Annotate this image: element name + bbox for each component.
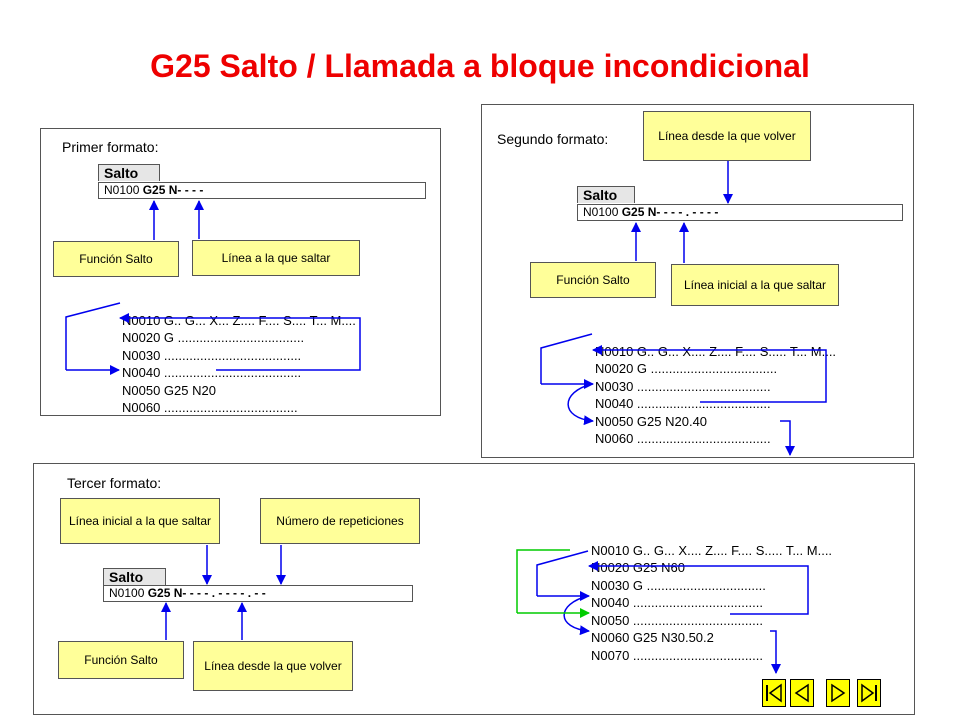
panel3-salto-tab: Salto: [103, 568, 166, 585]
first-icon: [766, 683, 782, 703]
code-line: N0050 G25 N20: [122, 382, 216, 398]
panel2-label-linea-volver: Línea desde la que volver: [643, 111, 811, 161]
field-prefix: N0100: [104, 183, 143, 197]
panel2-label-funcion-salto: Función Salto: [530, 262, 656, 298]
code-line: N0060 ..................................…: [122, 400, 298, 415]
panel3-g25-field: N0100 G25 N- - - - . - - - - . - -: [103, 585, 413, 602]
field-command: G25 N- - - -: [142, 183, 204, 197]
panel3-code-listing: N0010 G.. G... X.... Z.... F.... S..... …: [591, 524, 832, 664]
panel1-g25-field: N0100 G25 N- - - -: [98, 182, 426, 199]
panel3-label-linea-volver: Línea desde la que volver: [193, 641, 353, 691]
panel2-salto-tab: Salto: [577, 186, 635, 203]
panel3-label-repeticiones: Número de repeticiones: [260, 498, 420, 544]
code-line: N0050 G25 N20.40: [595, 413, 708, 429]
code-line: N0070 ..................................…: [591, 647, 763, 663]
field-prefix: N0100: [109, 586, 148, 600]
code-line: N0040 ..................................…: [122, 365, 302, 380]
nav-next-button[interactable]: [826, 679, 850, 707]
last-icon: [861, 683, 877, 703]
code-line: N0020 G ................................…: [595, 361, 778, 376]
panel1-label-linea-saltar: Línea a la que saltar: [192, 240, 360, 276]
code-line: N0060 G25 N30.50.2: [591, 630, 714, 645]
code-line: N0030 G ................................…: [591, 577, 766, 593]
panel1-code-listing: N0010 G.. G... X... Z.... F.... S.... T.…: [122, 294, 356, 417]
panel2-g25-field: N0100 G25 N- - - - . - - - -: [577, 204, 903, 221]
panel2-label-linea-inicial: Línea inicial a la que saltar: [671, 264, 839, 306]
previous-icon: [794, 683, 809, 703]
panel3-label-funcion-salto: Función Salto: [58, 641, 184, 679]
code-line: N0040 ..................................…: [595, 396, 771, 411]
nav-last-button[interactable]: [857, 679, 881, 707]
code-line: N0010 G.. G... X.... Z.... F.... S..... …: [591, 542, 833, 558]
next-icon: [831, 683, 846, 703]
code-line: N0020 G ................................…: [122, 330, 305, 345]
panel2-code-listing: N0010 G.. G... X.... Z.... F.... S..... …: [595, 325, 836, 448]
panel2-heading: Segundo formato:: [497, 131, 609, 147]
panel1-salto-tab: Salto: [98, 164, 160, 181]
code-line: N0010 G.. G... X... Z.... F.... S.... T.…: [122, 312, 356, 328]
panel1-label-funcion-salto: Función Salto: [53, 241, 179, 277]
code-line: N0030 ..................................…: [122, 347, 302, 363]
code-line: N0020 G25 N60: [591, 560, 685, 575]
code-line: N0050 ..................................…: [591, 612, 763, 628]
field-command: G25 N- - - - . - - - - . - -: [147, 586, 266, 600]
panel3-heading: Tercer formato:: [67, 475, 162, 491]
panel3-label-linea-inicial: Línea inicial a la que saltar: [60, 498, 220, 544]
panel1-heading: Primer formato:: [62, 139, 159, 155]
code-line: N0060 ..................................…: [595, 431, 771, 446]
code-line: N0040 ..................................…: [591, 595, 763, 610]
field-prefix: N0100: [583, 205, 622, 219]
code-line: N0010 G.. G... X.... Z.... F.... S..... …: [595, 343, 837, 359]
nav-first-button[interactable]: [762, 679, 786, 707]
page-title: G25 Salto / Llamada a bloque incondicion…: [150, 48, 810, 84]
code-line: N0030 ..................................…: [595, 378, 771, 394]
field-command: G25 N- - - - . - - - -: [621, 205, 719, 219]
nav-previous-button[interactable]: [790, 679, 814, 707]
